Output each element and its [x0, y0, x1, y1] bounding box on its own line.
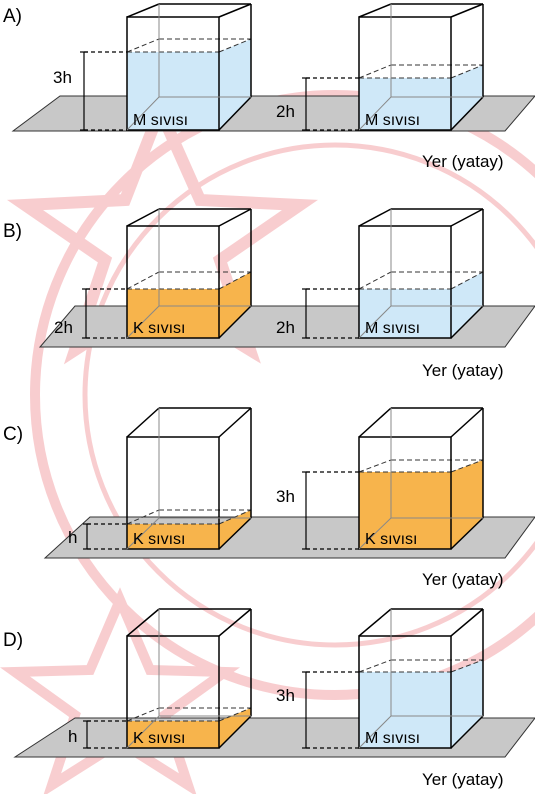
option-a-label: A): [3, 6, 22, 27]
container-left: K sıvısı h: [68, 407, 252, 550]
ground-label: Yer (yatay): [422, 570, 504, 589]
liquid-label: M sıvısı: [365, 730, 420, 747]
container-left: K sıvısı h: [68, 608, 252, 749]
height-marker: [82, 288, 127, 339]
liquid-m: [359, 660, 483, 748]
ground-label: Yer (yatay): [422, 361, 504, 380]
liquid-k: [127, 708, 251, 748]
option-d: D) K sıvısı: [3, 608, 535, 789]
height-marker: [80, 51, 127, 131]
liquid-label: K sıvısı: [133, 730, 185, 747]
height-label: h: [68, 727, 77, 746]
height-marker: [83, 523, 127, 550]
container-right: M sıvısı 2h: [276, 3, 484, 131]
height-marker: [83, 720, 127, 749]
height-marker: [302, 77, 359, 131]
liquid-label: K sıvısı: [365, 531, 417, 548]
liquid-label: K sıvısı: [133, 320, 185, 337]
liquid-k: [359, 460, 483, 549]
liquid-label: M sıvısı: [365, 320, 420, 337]
liquid-m: [127, 39, 251, 130]
liquid-label: K sıvısı: [133, 531, 185, 548]
container-left: K sıvısı 2h: [54, 208, 252, 339]
liquid-label: M sıvısı: [133, 112, 188, 129]
container-right: M sıvısı 3h: [276, 608, 484, 749]
ground-label: Yer (yatay): [422, 770, 504, 789]
height-label: 2h: [276, 318, 295, 337]
option-b: B) K sıvısı: [3, 208, 535, 380]
height-marker: [302, 671, 359, 749]
liquid-k: [127, 510, 251, 549]
height-label: 3h: [276, 686, 295, 705]
height-label: 3h: [276, 487, 295, 506]
option-c: C) K sıvısı: [3, 407, 535, 589]
height-label: h: [68, 528, 77, 547]
container-left: M sıvısı 3h: [53, 3, 252, 131]
height-marker: [302, 471, 359, 550]
height-label: 3h: [53, 68, 72, 87]
height-label: 2h: [276, 102, 295, 121]
container-right: K sıvısı 3h: [276, 407, 484, 550]
liquid-label: M sıvısı: [365, 112, 420, 129]
option-a: A) M sıvısı: [3, 3, 535, 171]
option-b-label: B): [3, 221, 22, 242]
option-c-label: C): [3, 424, 23, 445]
height-marker: [302, 288, 359, 339]
option-d-label: D): [3, 630, 23, 651]
container-right: M sıvısı 2h: [276, 208, 484, 339]
height-label: 2h: [54, 318, 73, 337]
ground-label: Yer (yatay): [422, 152, 504, 171]
